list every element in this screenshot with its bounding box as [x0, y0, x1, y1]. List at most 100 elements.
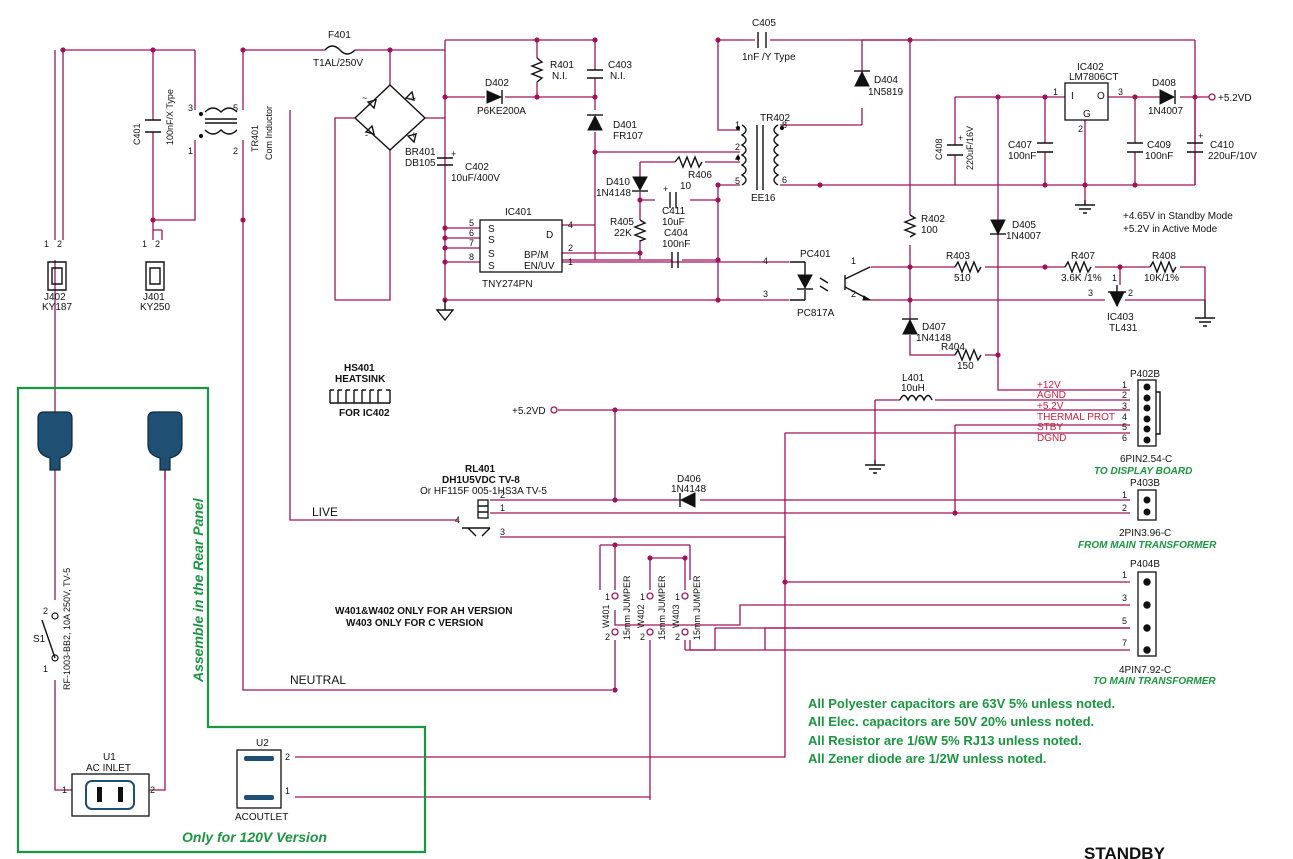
ground-ic403 [1195, 300, 1215, 327]
svg-text:+: + [958, 133, 963, 143]
rear-panel-box: Assemble in the Rear Panel Only for 120V… [16, 386, 427, 854]
svg-text:1: 1 [851, 256, 856, 266]
footer-title: STANDBY [1084, 844, 1166, 859]
svg-text:100nF: 100nF [1008, 151, 1036, 162]
svg-text:10uF/400V: 10uF/400V [451, 173, 500, 184]
connector-p402b: P402B 12 34 56 +12V AGND +5.2V THERMAL P… [1037, 369, 1192, 477]
svg-text:1: 1 [43, 664, 48, 674]
svg-text:T1AL/250V: T1AL/250V [313, 58, 363, 69]
svg-text:BP/M: BP/M [524, 250, 548, 261]
svg-text:FOR IC402: FOR IC402 [339, 408, 390, 419]
svg-text:3: 3 [1122, 593, 1127, 603]
svg-text:220uF/16V: 220uF/16V [965, 126, 975, 170]
ic-ic401: IC401 S S S S D BP/M EN/UV 56 78 42 1 TN… [469, 207, 573, 290]
bridge-br401: ~~ -+ BR401 DB105 [353, 84, 436, 169]
svg-text:D406: D406 [677, 474, 701, 485]
resistor-r403: R403 510 [946, 251, 982, 284]
svg-text:All Zener diode are 1/2W unles: All Zener diode are 1/2W unless noted. [808, 751, 1046, 766]
svg-text:R407: R407 [1071, 251, 1095, 262]
ground-l401 [865, 460, 885, 474]
svg-text:2: 2 [155, 239, 160, 249]
svg-text:W401&W402 ONLY FOR AH VERSION: W401&W402 ONLY FOR AH VERSION [335, 606, 512, 617]
svg-text:1nF /Y Type: 1nF /Y Type [742, 52, 796, 63]
svg-text:+: + [451, 149, 456, 159]
svg-text:100nF: 100nF [662, 239, 690, 250]
optocoupler-pc401: PC401 PC817A 43 12 [763, 249, 872, 319]
svg-text:U2: U2 [256, 738, 269, 749]
svg-text:C404: C404 [664, 228, 688, 239]
svg-text:S: S [488, 249, 495, 260]
svg-text:R403: R403 [946, 251, 970, 262]
svg-text:D405: D405 [1012, 220, 1036, 231]
svg-text:8: 8 [782, 120, 787, 130]
svg-text:D410: D410 [606, 177, 630, 188]
svg-text:P6KE200A: P6KE200A [477, 106, 526, 117]
svg-text:R404: R404 [941, 342, 965, 353]
svg-text:1N4007: 1N4007 [1148, 106, 1183, 117]
svg-text:+: + [1198, 131, 1203, 141]
svg-text:10uF: 10uF [662, 217, 685, 228]
svg-text:2: 2 [1122, 390, 1127, 400]
svg-text:C409: C409 [1147, 140, 1171, 151]
svg-text:2: 2 [675, 632, 680, 642]
svg-text:5: 5 [1122, 422, 1127, 432]
junction-dots [60, 37, 1198, 693]
outlet-u2: U2 21 ACOUTLET [235, 738, 290, 823]
svg-text:1: 1 [1122, 490, 1127, 500]
plug-left [37, 411, 73, 471]
svg-text:TL431: TL431 [1109, 323, 1138, 334]
svg-text:D407: D407 [922, 322, 946, 333]
svg-text:4PIN7.92-C: 4PIN7.92-C [1119, 665, 1171, 676]
svg-text:J402: J402 [44, 292, 66, 303]
svg-text:10K/1%: 10K/1% [1144, 273, 1179, 284]
svg-text:5: 5 [735, 176, 740, 186]
svg-text:J401: J401 [143, 292, 165, 303]
svg-text:1: 1 [1122, 570, 1127, 580]
svg-text:2: 2 [640, 632, 645, 642]
inductor-l401: L401 10uH [899, 373, 933, 402]
svg-text:6: 6 [1122, 433, 1127, 443]
svg-text:BR401: BR401 [405, 147, 436, 158]
connector-p404b: P404B 13 57 4PIN7.92-C TO MAIN TRANSFORM… [1093, 559, 1216, 687]
switch-s1: S1 21 RF-1003-BB2, 10A 250V, TV-5 [33, 568, 72, 690]
svg-text:O: O [1097, 91, 1105, 102]
capacitor-c407: C407 100nF [1008, 140, 1053, 162]
svg-text:KY187: KY187 [42, 302, 72, 313]
svg-text:~: ~ [411, 93, 416, 103]
svg-text:1: 1 [1112, 273, 1117, 283]
svg-text:5: 5 [1122, 616, 1127, 626]
mode-notes: +4.65V in Standby Mode +5.2V in Active M… [1123, 211, 1233, 235]
svg-text:IC403: IC403 [1107, 312, 1134, 323]
svg-text:IC401: IC401 [505, 207, 532, 218]
svg-text:C407: C407 [1008, 140, 1032, 151]
svg-text:2: 2 [851, 289, 856, 299]
svg-text:KY250: KY250 [140, 302, 170, 313]
svg-text:RF-1003-BB2, 10A 250V, TV-5: RF-1003-BB2, 10A 250V, TV-5 [62, 568, 72, 690]
svg-text:1: 1 [568, 257, 573, 267]
svg-text:W402: W402 [636, 604, 646, 628]
svg-text:Assemble in the Rear Panel: Assemble in the Rear Panel [190, 497, 206, 683]
capacitor-c409: C409 100nF [1127, 140, 1173, 162]
net-live: LIVE [312, 505, 338, 519]
resistor-r405: R405 22K [610, 217, 647, 242]
svg-text:+5.2VD: +5.2VD [1218, 93, 1252, 104]
svg-text:Or HF115F 005-1HS3A TV-5: Or HF115F 005-1HS3A TV-5 [420, 486, 547, 497]
svg-text:220uF/10V: 220uF/10V [1208, 151, 1257, 162]
capacitor-c404: C404 100nF [662, 228, 690, 268]
svg-text:3.6K /1%: 3.6K /1% [1061, 273, 1102, 284]
svg-text:IC402: IC402 [1077, 62, 1104, 73]
svg-text:~: ~ [362, 93, 367, 103]
svg-text:2: 2 [233, 146, 238, 156]
svg-text:7: 7 [469, 238, 474, 248]
svg-text:4: 4 [735, 153, 740, 163]
svg-text:TO MAIN TRANSFORMER: TO MAIN TRANSFORMER [1093, 676, 1216, 687]
svg-text:1N4148: 1N4148 [596, 188, 631, 199]
svg-text:1: 1 [640, 592, 645, 602]
svg-text:C403: C403 [608, 60, 632, 71]
svg-text:P402B: P402B [1130, 369, 1160, 380]
resistor-r406: R406 10 [674, 155, 712, 192]
svg-text:5: 5 [469, 218, 474, 228]
svg-text:N.I.: N.I. [610, 71, 626, 82]
